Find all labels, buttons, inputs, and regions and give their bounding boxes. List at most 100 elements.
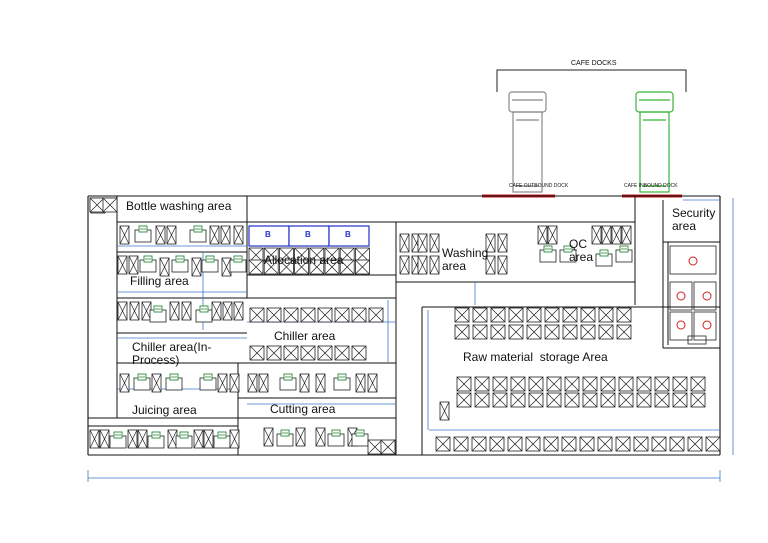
rack xyxy=(166,225,177,245)
interior-walls xyxy=(88,196,720,455)
filling-label: Filling area xyxy=(130,274,189,288)
workstation xyxy=(327,429,345,447)
allocation-bins xyxy=(248,225,370,247)
crate xyxy=(543,436,559,452)
crate xyxy=(490,307,506,323)
outbound-dock-label: CAFE OUTBOUND DOCK xyxy=(509,183,569,189)
workstation xyxy=(109,431,127,449)
rack xyxy=(399,233,410,253)
raw-material-label: Raw material storage Area xyxy=(463,350,608,364)
rack xyxy=(439,401,450,421)
crate xyxy=(526,307,542,323)
crate xyxy=(546,376,562,392)
crate xyxy=(525,436,541,452)
rack xyxy=(417,255,428,275)
washing-label: Washing area xyxy=(442,246,489,273)
crate xyxy=(579,436,595,452)
crate xyxy=(472,307,488,323)
workstation xyxy=(201,255,219,273)
crate xyxy=(454,307,470,323)
chiller-in-process-label: Chiller area(In-Process) xyxy=(132,340,212,367)
crate xyxy=(300,307,316,323)
security-label: Security area xyxy=(672,207,716,233)
crate xyxy=(266,345,282,361)
rack xyxy=(233,225,244,245)
crate xyxy=(687,436,703,452)
crate xyxy=(564,392,580,408)
crate xyxy=(492,392,508,408)
rack xyxy=(315,373,326,393)
workstation xyxy=(333,373,351,391)
rack xyxy=(193,429,204,449)
crate xyxy=(368,307,384,323)
workstation xyxy=(175,431,193,449)
crate xyxy=(705,436,721,452)
rack xyxy=(203,429,214,449)
crate xyxy=(616,324,632,340)
workstation xyxy=(276,429,294,447)
rack xyxy=(233,301,244,321)
crate xyxy=(454,324,470,340)
crate xyxy=(283,345,299,361)
crate xyxy=(633,436,649,452)
workstation xyxy=(189,225,207,243)
crate xyxy=(510,392,526,408)
crate xyxy=(618,376,634,392)
washroom-stalls xyxy=(669,245,717,345)
rack xyxy=(621,225,632,245)
workstation xyxy=(139,255,157,273)
crate xyxy=(600,392,616,408)
qc-label: QC area xyxy=(569,237,594,264)
workstation xyxy=(133,373,151,391)
bottle-washing-label: Bottle washing area xyxy=(126,199,232,213)
crate xyxy=(248,259,264,275)
crate xyxy=(317,307,333,323)
crate xyxy=(367,439,383,455)
crate xyxy=(654,392,670,408)
inbound-truck xyxy=(635,91,674,193)
rack xyxy=(355,373,366,393)
crate xyxy=(598,307,614,323)
crate xyxy=(528,392,544,408)
workstation xyxy=(229,255,247,273)
rack xyxy=(217,373,228,393)
crate xyxy=(456,392,472,408)
rack xyxy=(229,373,240,393)
crate xyxy=(544,307,560,323)
crate xyxy=(546,392,562,408)
crate xyxy=(453,436,469,452)
rack xyxy=(295,427,306,447)
rack xyxy=(137,429,148,449)
crate xyxy=(672,392,688,408)
rack xyxy=(399,255,410,275)
crate xyxy=(283,307,299,323)
bin-label: B xyxy=(345,230,351,239)
crate xyxy=(351,345,367,361)
workstation xyxy=(195,305,213,323)
workstation xyxy=(147,431,165,449)
workstation xyxy=(279,373,297,391)
rack xyxy=(191,257,202,277)
crate xyxy=(489,436,505,452)
rack xyxy=(211,301,222,321)
crate xyxy=(351,307,367,323)
rack xyxy=(117,301,128,321)
workstation xyxy=(165,373,183,391)
crate xyxy=(334,345,350,361)
rack xyxy=(537,225,548,245)
rack xyxy=(89,429,100,449)
crate xyxy=(456,376,472,392)
rack xyxy=(209,225,220,245)
crate xyxy=(471,436,487,452)
rack xyxy=(263,427,274,447)
crate xyxy=(600,376,616,392)
rack xyxy=(99,429,110,449)
toilet-fixtures xyxy=(676,256,712,330)
workstation xyxy=(539,245,557,263)
crate xyxy=(317,345,333,361)
crate xyxy=(690,392,706,408)
cafe-docks xyxy=(496,69,687,92)
crate xyxy=(510,376,526,392)
crate xyxy=(616,307,632,323)
